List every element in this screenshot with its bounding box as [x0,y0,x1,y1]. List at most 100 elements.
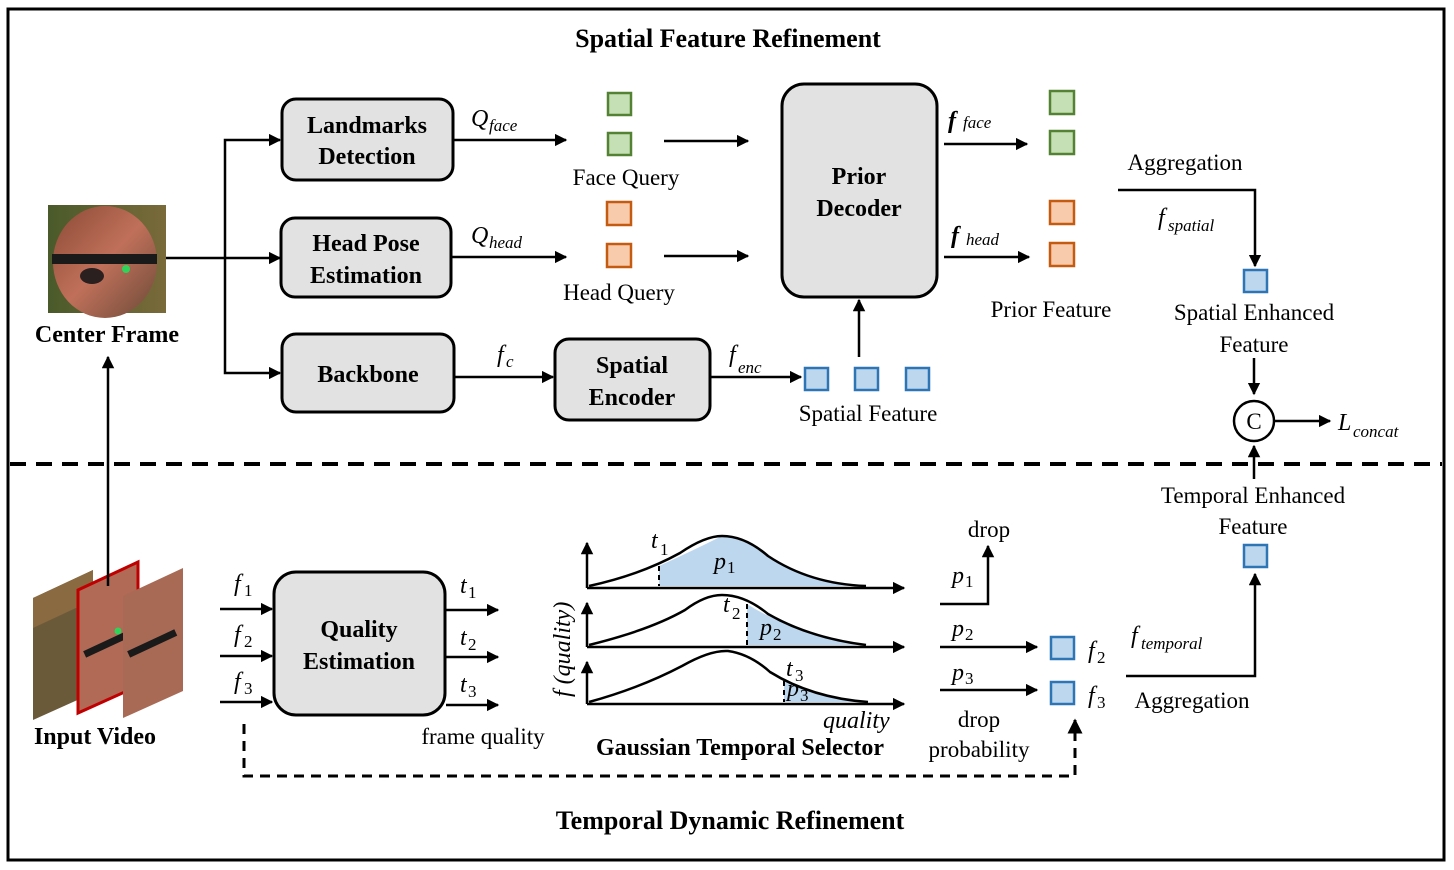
svg-text:Head Pose: Head Pose [312,231,420,257]
dashed-feedback-arrow [242,718,1083,778]
center-frame-label: Center Frame [35,322,180,348]
svg-text:t: t [786,656,794,682]
svg-text:2: 2 [965,625,974,644]
svg-text:3: 3 [468,682,477,701]
svg-text:1: 1 [660,540,669,559]
svg-text:f: f [1088,683,1098,709]
head-query-label: Head Query [563,280,675,305]
f-enc-label: f enc [729,342,762,377]
f-c-label: f c [497,342,514,371]
spatial-enhanced-token [1242,268,1269,294]
temporal-feature-token-2 [1049,635,1076,661]
prior-face-token [1048,129,1076,156]
svg-text:Decoder: Decoder [816,196,902,222]
svg-text:Detection: Detection [318,144,415,170]
svg-text:f: f [948,108,958,134]
svg-text:f: f [1131,623,1141,649]
svg-text:face: face [963,113,992,132]
svg-text:3: 3 [795,666,804,685]
spatial-feature-token [853,366,880,392]
spatial-feature-token [803,366,830,392]
arrow-aggregation-temporal [1126,572,1262,678]
drop-label: drop [968,517,1010,542]
svg-text:Spatial: Spatial [596,353,668,379]
svg-text:Q: Q [471,106,488,132]
svg-text:2: 2 [732,604,741,623]
face-thumbnail-icon [48,205,166,318]
svg-text:1: 1 [244,581,253,600]
arrow-center-to-landmarks [223,133,282,258]
svg-text:Prior: Prior [832,164,887,190]
svg-text:c: c [506,352,514,371]
svg-text:t: t [460,573,468,599]
frame-quality-label: frame quality [421,724,545,749]
input-video-label: Input Video [34,724,156,750]
svg-text:p: p [758,615,772,641]
svg-text:enc: enc [738,358,762,377]
l-concat-label: L concat [1337,410,1400,441]
svg-text:p: p [950,616,964,642]
svg-text:t: t [460,625,468,651]
temporal-section-title: Temporal Dynamic Refinement [556,806,905,835]
prior-head-token [1048,241,1076,268]
svg-text:p: p [712,549,726,575]
svg-text:3: 3 [965,669,974,688]
gaussian-selector-label: Gaussian Temporal Selector [596,735,884,761]
svg-text:t: t [651,528,659,554]
concat-circle-icon [1232,399,1276,443]
temporal-enhanced-token [1242,543,1269,569]
svg-text:Estimation: Estimation [303,649,415,675]
f-face-label: f face [948,108,992,134]
svg-text:f: f [729,342,739,368]
svg-text:f: f [951,223,961,249]
arrow-drop [940,544,995,606]
svg-text:head: head [489,233,523,252]
aggregation-top-label: Aggregation [1128,150,1243,175]
svg-text:f: f [497,342,507,368]
svg-text:2: 2 [1097,648,1106,667]
arrow-center-to-backbone [223,258,282,380]
face-query-label: Face Query [573,165,680,190]
svg-text:face: face [489,116,518,135]
face-query-token [606,131,633,157]
temporal-enhanced-label: Temporal Enhanced [1161,483,1346,508]
svg-text:Quality: Quality [320,617,397,643]
x-axis-label: quality [823,708,890,734]
spatial-section-title: Spatial Feature Refinement [575,24,881,53]
concat-symbol: C [1246,409,1261,434]
y-axis-label: f (quality) [550,602,576,697]
svg-text:3: 3 [244,679,253,698]
svg-text:t: t [460,672,468,698]
spatial-feature-token [904,366,931,392]
svg-text:head: head [966,230,1000,249]
head-query-token [605,200,633,227]
prior-head-token [1048,199,1076,226]
outer-frame [6,7,1446,862]
head-query-token [605,242,633,269]
temporal-feature-token-3 [1049,680,1076,706]
aggregation-bottom-label: Aggregation [1135,688,1250,713]
face-query-token [606,91,633,117]
quality-estimation-box: Quality Estimation [272,570,447,717]
svg-text:f: f [234,571,244,597]
svg-text:f: f [234,622,244,648]
drop-probability-label: drop [958,707,1000,732]
head-pose-estimation-box: Head Pose Estimation [279,216,453,299]
svg-text:1: 1 [965,572,974,591]
prior-decoder-box: Prior Decoder [780,82,939,299]
svg-text:f: f [1088,638,1098,664]
svg-text:1: 1 [727,558,736,577]
